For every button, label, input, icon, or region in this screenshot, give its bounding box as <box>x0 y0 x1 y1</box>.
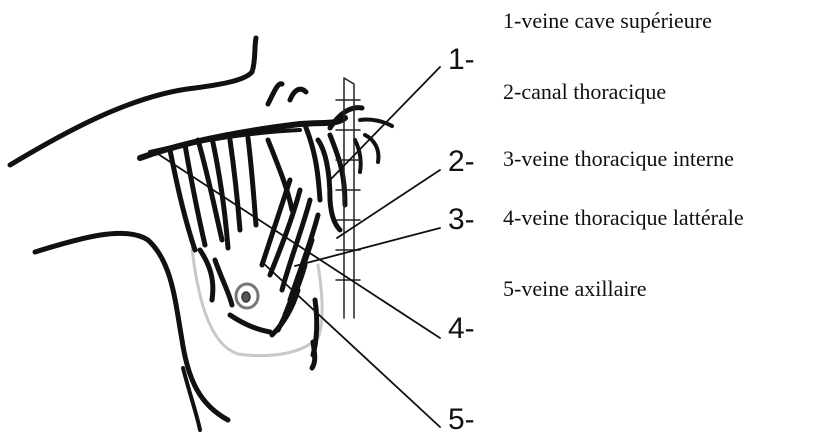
callout-number-3: 3- <box>448 205 475 235</box>
leader-line-2 <box>337 170 440 238</box>
breast-veins <box>170 138 318 355</box>
shoulder-outline <box>10 38 256 165</box>
leader-line-5 <box>262 262 440 427</box>
legend-item-5: 5-veine axillaire <box>503 278 647 300</box>
jugular-vessels <box>268 84 362 205</box>
legend-item-3: 3-veine thoracique interne <box>503 148 734 170</box>
arm-outline <box>35 233 228 420</box>
legend-item-2: 2-canal thoracique <box>503 81 666 103</box>
right-branches <box>355 119 392 172</box>
callout-number-4: 4- <box>448 314 475 344</box>
callout-number-2: 2- <box>448 147 475 177</box>
leader-line-4 <box>155 152 440 338</box>
lateral-vein-lower <box>312 342 315 368</box>
callout-number-5: 5- <box>448 405 475 435</box>
legend-item-1: 1-veine cave supérieure <box>503 10 712 32</box>
callout-number-1: 1- <box>448 45 475 75</box>
leader-line-1 <box>330 67 440 180</box>
areola <box>236 284 258 308</box>
legend-item-4: 4-veine thoracique lattérale <box>503 207 744 229</box>
leader-line-3 <box>295 228 440 266</box>
